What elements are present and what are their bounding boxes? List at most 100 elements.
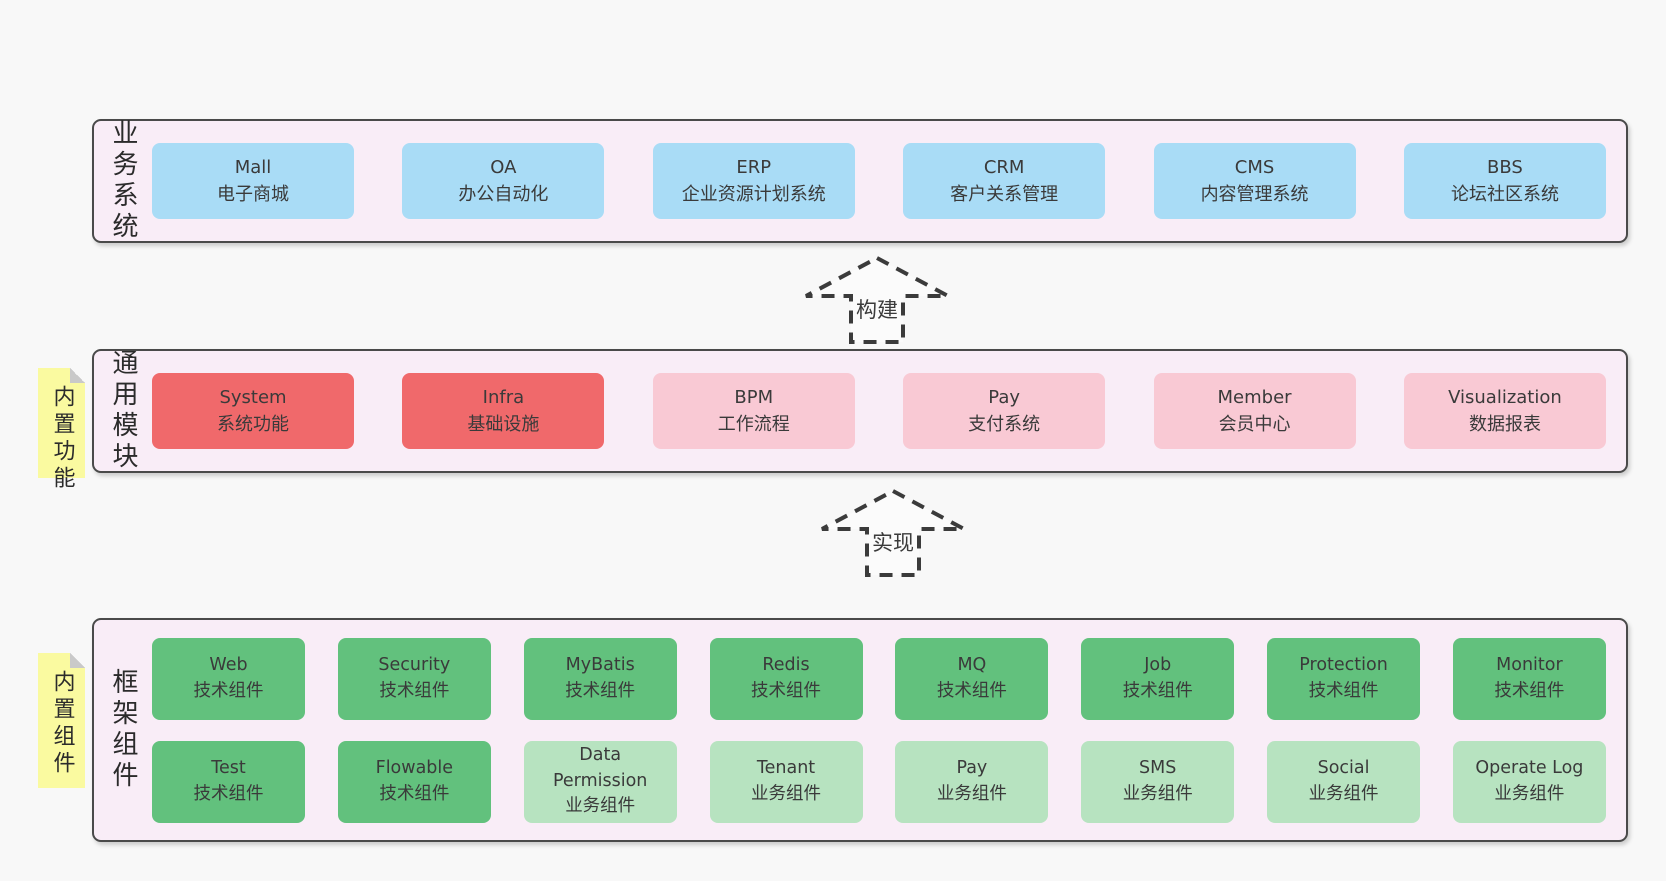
- box-bpm: BPM 工作流程: [652, 373, 855, 449]
- box-pay: Pay 业务组件: [895, 740, 1049, 823]
- box-erp: ERP 企业资源计划系统: [652, 143, 855, 219]
- arrow-build: 构建: [802, 254, 952, 344]
- box-operate-log: Operate Log 业务组件: [1452, 740, 1606, 823]
- box-name-zh: 技术组件: [379, 783, 450, 804]
- box-name-en: Tenant: [756, 758, 816, 779]
- section-label-components: 框架组件: [108, 668, 138, 792]
- section-label-modules: 通用模块: [108, 349, 138, 473]
- box-mall: Mall 电子商城: [152, 143, 354, 219]
- box-name-zh: 业务组件: [936, 783, 1007, 804]
- box-name-en: Flowable: [375, 758, 454, 779]
- box-name-zh: 技术组件: [751, 680, 822, 701]
- box-flowable: Flowable 技术组件: [337, 740, 491, 823]
- box-name-zh: 企业资源计划系统: [681, 184, 826, 205]
- box-name-zh: 支付系统: [968, 414, 1041, 435]
- box-name-zh: 工作流程: [717, 414, 790, 435]
- box-data-permission: Data Permission 业务组件: [523, 740, 677, 823]
- box-name-en: Visualization: [1448, 387, 1562, 408]
- box-tenant: Tenant 业务组件: [709, 740, 863, 823]
- box-name-en: OA: [490, 157, 517, 178]
- arrow-implement: 实现: [818, 487, 968, 577]
- box-protection: Protection 技术组件: [1267, 637, 1421, 720]
- sticky-note-builtin-components: 内置组件: [38, 653, 85, 788]
- sticky-note-text: 内置组件: [49, 670, 75, 778]
- box-name-zh: 技术组件: [936, 680, 1007, 701]
- box-name-en: ERP: [736, 157, 772, 178]
- box-name-zh: 基础设施: [467, 414, 540, 435]
- box-name-zh: 办公自动化: [458, 184, 549, 205]
- box-name-en: MQ: [957, 655, 987, 676]
- box-monitor: Monitor 技术组件: [1452, 637, 1606, 720]
- box-security: Security 技术组件: [337, 637, 491, 720]
- box-name-zh: 技术组件: [1308, 680, 1379, 701]
- box-name-en: Infra: [482, 387, 525, 408]
- box-name-en: Pay: [988, 387, 1021, 408]
- box-name-en: Job: [1144, 655, 1172, 676]
- box-infra: Infra 基础设施: [402, 373, 605, 449]
- box-test: Test 技术组件: [152, 740, 305, 823]
- box-name-zh: 技术组件: [565, 680, 636, 701]
- box-name-zh: 业务组件: [1308, 783, 1379, 804]
- box-name-zh: 业务组件: [565, 796, 636, 817]
- box-name-en: BPM: [734, 387, 774, 408]
- box-mybatis: MyBatis 技术组件: [523, 637, 677, 720]
- box-cms: CMS 内容管理系统: [1153, 143, 1356, 219]
- box-name-zh: 技术组件: [193, 783, 264, 804]
- box-member: Member 会员中心: [1153, 373, 1356, 449]
- box-name-en: SMS: [1139, 758, 1177, 779]
- box-name-en: Social: [1317, 758, 1370, 779]
- box-name-zh: 系统功能: [217, 414, 289, 435]
- box-name-zh: 电子商城: [217, 184, 289, 205]
- section-label-business: 业务系统: [108, 119, 138, 243]
- box-name-en: BBS: [1487, 157, 1523, 178]
- box-name-en: Monitor: [1496, 655, 1563, 676]
- box-name-zh: 业务组件: [1494, 783, 1565, 804]
- box-name-en: Web: [209, 655, 248, 676]
- box-name-en: CRM: [983, 157, 1025, 178]
- box-bbs: BBS 论坛社区系统: [1403, 143, 1606, 219]
- box-mq: MQ 技术组件: [895, 637, 1049, 720]
- box-name-en: MyBatis: [565, 655, 635, 676]
- folded-corner-icon: [70, 368, 85, 383]
- box-name-en: Operate Log: [1475, 758, 1584, 779]
- sticky-note-text: 内置功能: [49, 385, 75, 493]
- box-name-zh: 数据报表: [1468, 414, 1541, 435]
- box-name-en: Pay: [956, 758, 988, 779]
- arrow-label-build: 构建: [854, 294, 900, 324]
- box-name-en: Member: [1217, 387, 1292, 408]
- box-pay: Pay 支付系统: [903, 373, 1106, 449]
- box-name-zh: 技术组件: [1494, 680, 1565, 701]
- box-name-zh: 内容管理系统: [1200, 184, 1309, 205]
- box-visualization: Visualization 数据报表: [1403, 373, 1606, 449]
- box-name-en: Test: [211, 758, 246, 779]
- box-name-en: Data Permission: [552, 745, 648, 791]
- box-social: Social 业务组件: [1267, 740, 1421, 823]
- box-name-en: Mall: [234, 157, 272, 178]
- box-name-en: System: [219, 387, 287, 408]
- box-name-zh: 技术组件: [379, 680, 450, 701]
- box-name-en: Security: [378, 655, 451, 676]
- box-oa: OA 办公自动化: [402, 143, 605, 219]
- box-name-en: CMS: [1234, 157, 1275, 178]
- box-name-zh: 会员中心: [1218, 414, 1291, 435]
- section-common-modules: 通用模块 System 系统功能 Infra 基础设施 BPM 工作流程 Pay 支付系统 Me…: [92, 349, 1628, 473]
- box-web: Web 技术组件: [152, 637, 305, 720]
- folded-corner-icon: [70, 653, 85, 668]
- box-name-zh: 技术组件: [193, 680, 264, 701]
- box-name-zh: 业务组件: [751, 783, 822, 804]
- modules-box-row: System 系统功能 Infra 基础设施 BPM 工作流程 Pay 支付系统 Member 会…: [152, 373, 1606, 449]
- box-name-zh: 技术组件: [1122, 680, 1193, 701]
- box-name-en: Protection: [1299, 655, 1388, 676]
- box-job: Job 技术组件: [1081, 637, 1235, 720]
- box-name-zh: 论坛社区系统: [1450, 184, 1559, 205]
- arrow-label-implement: 实现: [870, 527, 916, 557]
